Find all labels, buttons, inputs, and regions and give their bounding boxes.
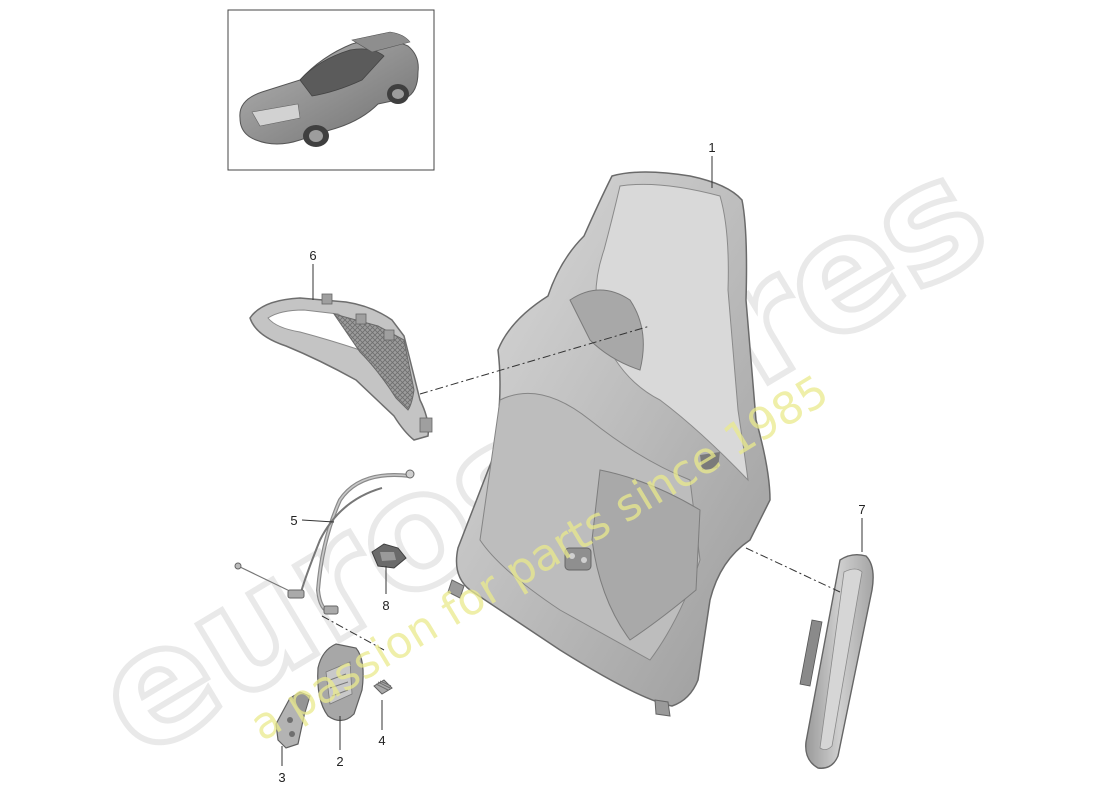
callout-2: 2 xyxy=(336,754,343,769)
callout-1: 1 xyxy=(708,140,715,155)
leader-5-dashdot xyxy=(321,615,385,651)
car-thumbnail xyxy=(227,9,435,171)
leader-6-dashdot xyxy=(419,325,651,395)
leader-7-dashdot xyxy=(745,547,841,593)
callout-8: 8 xyxy=(382,598,389,613)
part-3-hinge-bracket xyxy=(275,691,311,749)
part-4-spring xyxy=(373,679,393,695)
leader-5 xyxy=(301,519,335,523)
callout-3: 3 xyxy=(278,770,285,785)
part-6-trim-frame xyxy=(249,293,433,441)
callout-4: 4 xyxy=(378,733,385,748)
leader-lines xyxy=(281,156,863,766)
car-icon xyxy=(239,31,419,147)
callout-labels: 1 2 3 4 5 6 7 8 xyxy=(278,140,865,785)
part-5-bowden-cable xyxy=(234,469,415,615)
part-1-backrest-shell xyxy=(447,171,771,717)
callout-6: 6 xyxy=(309,248,316,263)
callout-5: 5 xyxy=(290,513,297,528)
part-8-clip xyxy=(371,543,407,569)
callout-7: 7 xyxy=(858,502,865,517)
part-7-side-cover xyxy=(799,553,874,769)
part-2-bracket xyxy=(317,643,364,722)
